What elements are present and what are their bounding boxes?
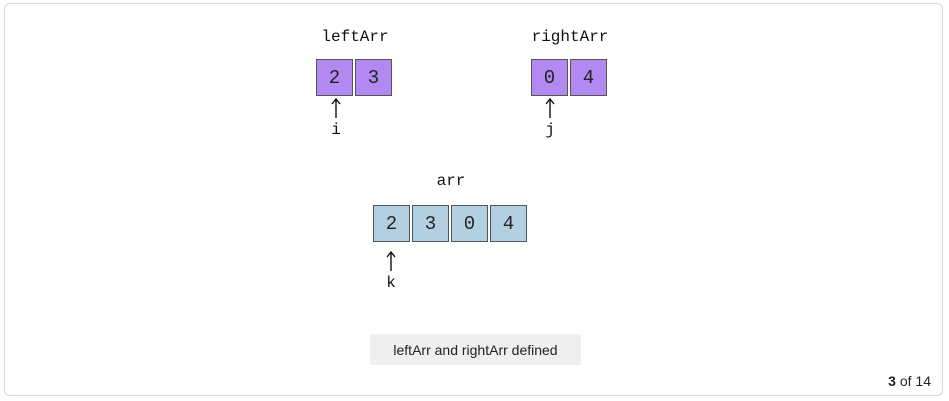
main-array-cell: 2 bbox=[373, 205, 410, 242]
step-current: 3 bbox=[888, 373, 896, 389]
pointer-j-label: j bbox=[545, 121, 555, 139]
step-counter: 3 of 14 bbox=[888, 373, 931, 389]
up-arrow-icon bbox=[545, 98, 555, 118]
right-array: 0 4 bbox=[531, 59, 607, 96]
left-array-label: leftArr bbox=[321, 28, 389, 46]
right-array-cell: 4 bbox=[570, 59, 607, 96]
up-arrow-icon bbox=[331, 98, 341, 118]
left-array: 2 3 bbox=[316, 59, 392, 96]
pointer-i-label: i bbox=[331, 121, 341, 139]
up-arrow-icon bbox=[386, 251, 396, 271]
pointer-k-label: k bbox=[386, 274, 396, 292]
step-caption: leftArr and rightArr defined bbox=[370, 334, 581, 365]
main-array-label: arr bbox=[436, 172, 466, 190]
main-array-cell: 3 bbox=[412, 205, 449, 242]
pointer-k: k bbox=[381, 251, 401, 291]
main-array: 2 3 0 4 bbox=[373, 205, 527, 242]
left-array-cell: 3 bbox=[355, 59, 392, 96]
step-separator: of bbox=[899, 373, 912, 389]
main-array-cell: 0 bbox=[451, 205, 488, 242]
left-array-cell: 2 bbox=[316, 59, 353, 96]
step-total: 14 bbox=[915, 373, 931, 389]
pointer-i: i bbox=[326, 98, 346, 138]
slide-frame bbox=[4, 3, 943, 396]
right-array-cell: 0 bbox=[531, 59, 568, 96]
main-array-cell: 4 bbox=[490, 205, 527, 242]
pointer-j: j bbox=[540, 98, 560, 138]
right-array-label: rightArr bbox=[531, 28, 609, 46]
